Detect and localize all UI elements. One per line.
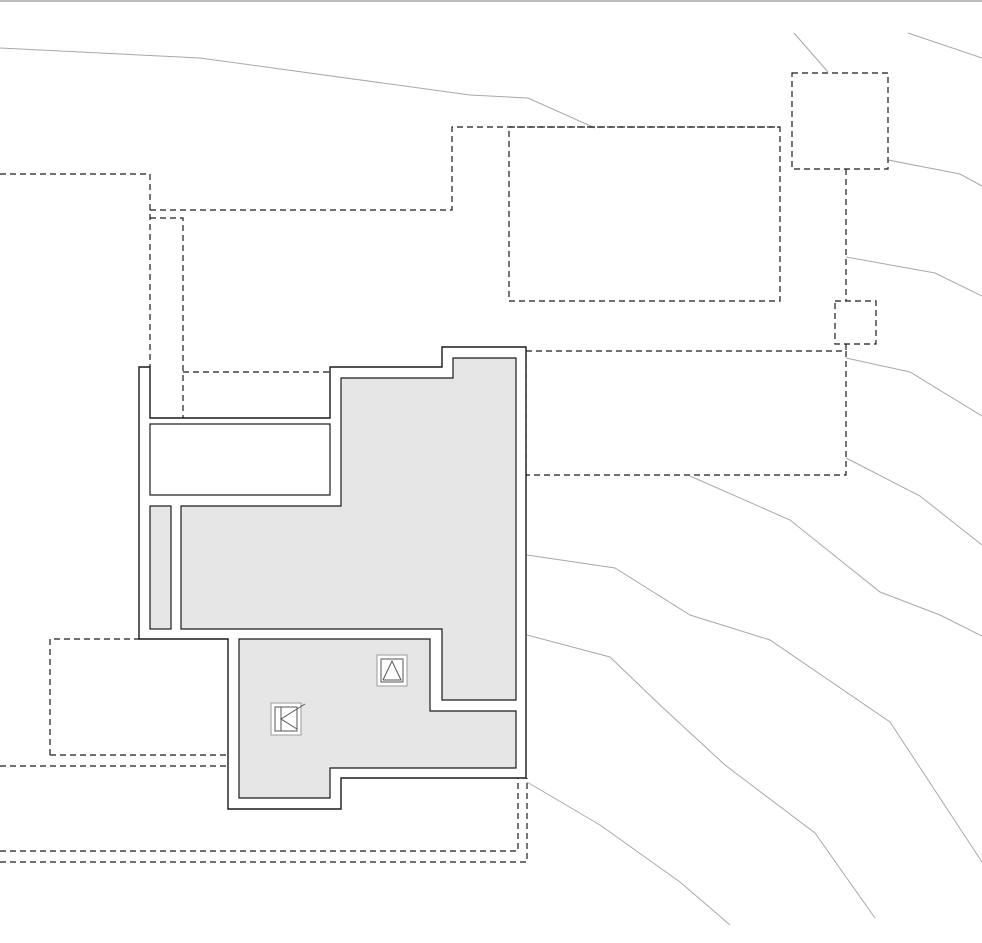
dashed-volume-north bbox=[508, 126, 781, 302]
terrace-frame bbox=[149, 423, 331, 496]
contour-line bbox=[907, 32, 982, 59]
skylight-triangle bbox=[376, 654, 408, 687]
terrain-contours bbox=[0, 32, 982, 926]
dashed-outline bbox=[150, 126, 780, 211]
contour-line bbox=[0, 47, 596, 129]
contour-line bbox=[845, 457, 982, 546]
contour-line bbox=[887, 159, 982, 187]
skylight-glass bbox=[380, 658, 404, 683]
roof-surface-lower bbox=[238, 638, 517, 799]
contour-line bbox=[526, 634, 876, 919]
roof-surface-main bbox=[180, 357, 517, 701]
triangle-icon bbox=[382, 659, 402, 681]
roof-strip-west bbox=[149, 505, 172, 630]
contour-line bbox=[845, 256, 982, 297]
dashed-outline bbox=[0, 778, 519, 852]
contour-line bbox=[689, 475, 982, 637]
skylight-wedge bbox=[270, 702, 306, 736]
dashed-square-northeast bbox=[791, 72, 889, 170]
dashed-outline bbox=[0, 778, 528, 863]
dashed-outline bbox=[49, 638, 139, 755]
dashed-volume-east bbox=[525, 350, 847, 476]
contour-line bbox=[845, 357, 982, 417]
contour-line bbox=[793, 32, 829, 73]
dashed-outlines bbox=[0, 72, 889, 863]
dashed-small-square bbox=[834, 300, 877, 345]
contour-line bbox=[526, 554, 982, 863]
dashed-outline bbox=[150, 217, 184, 418]
contour-line bbox=[526, 781, 731, 926]
